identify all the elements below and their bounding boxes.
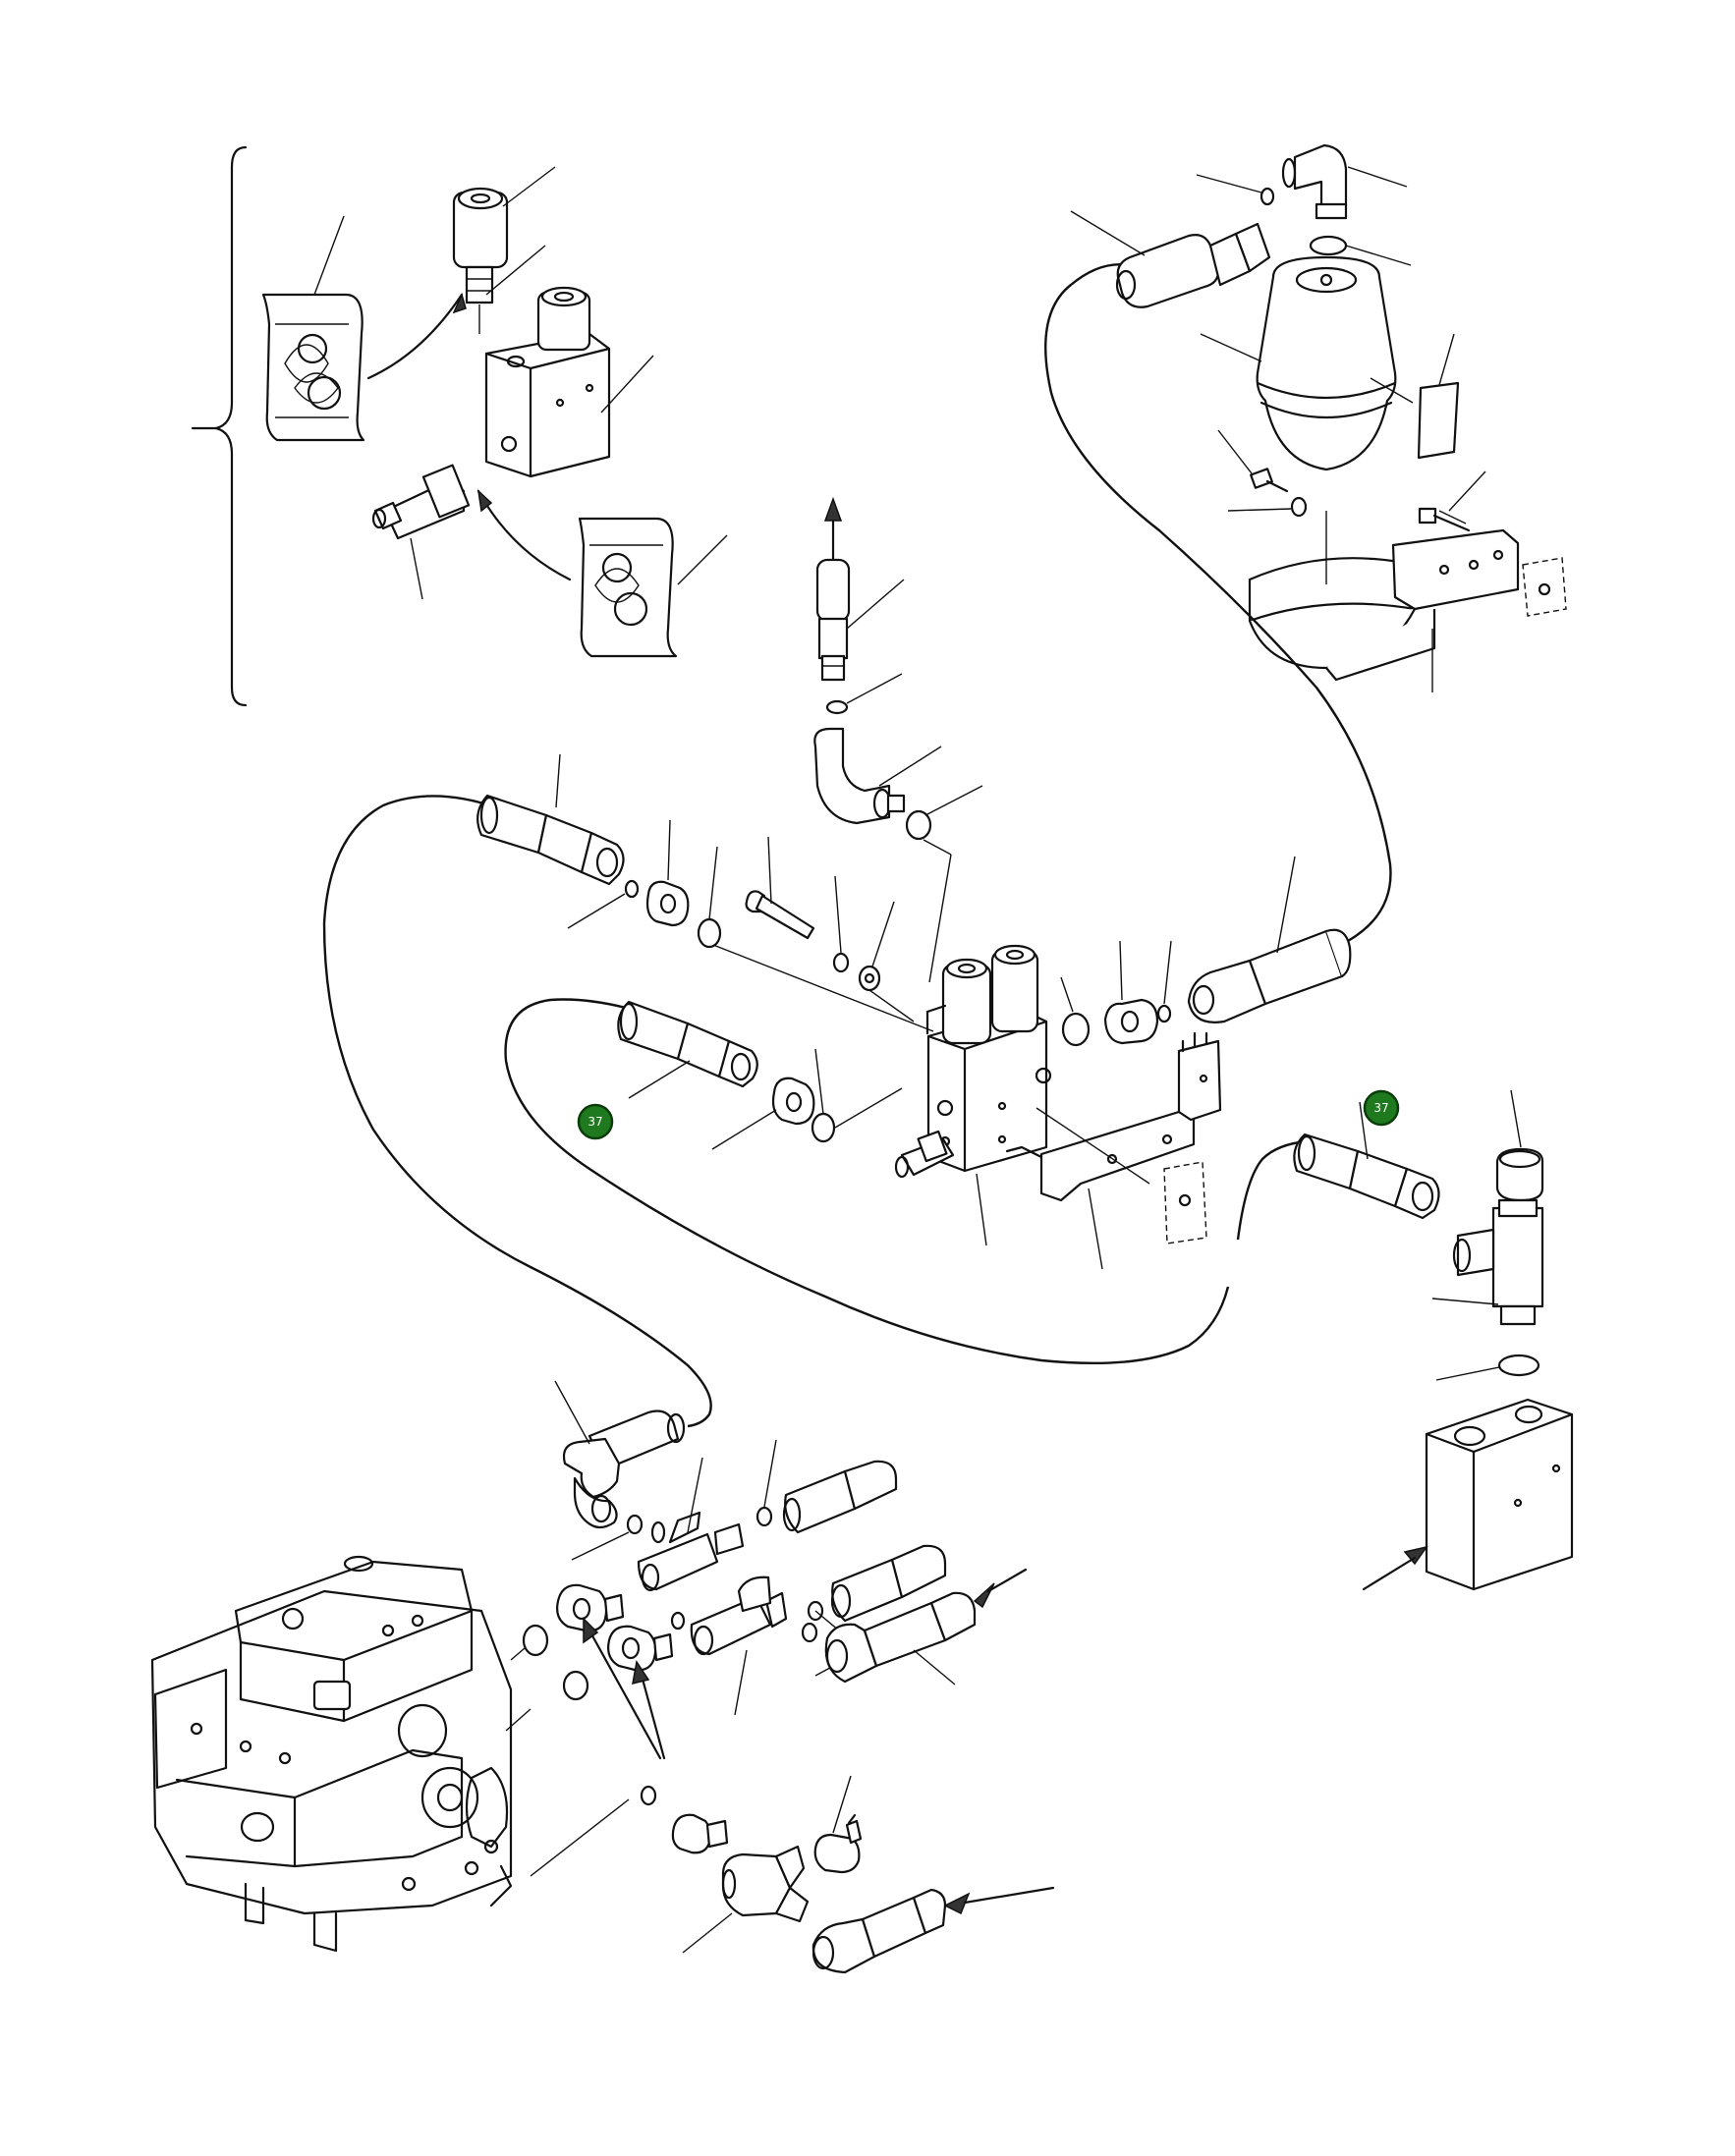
tee-fitting xyxy=(690,1576,788,1656)
tee-fitting xyxy=(1452,1198,1544,1326)
right-tee-and-block xyxy=(1236,1089,1574,1591)
adapter-fitting xyxy=(1103,998,1159,1045)
adapter-fitting xyxy=(645,880,690,927)
callout-badge-label: 37 xyxy=(588,1115,602,1129)
chassis-mount-symbol xyxy=(1522,557,1567,617)
bolt xyxy=(1418,507,1471,532)
hose-end-pair-upper xyxy=(782,1460,947,1623)
grouping-brace xyxy=(214,145,248,707)
mounting-bracket xyxy=(1005,1031,1222,1202)
hose-end-vertical xyxy=(815,496,851,682)
accumulator xyxy=(1256,255,1397,471)
hose-end-right-lower xyxy=(1293,1133,1440,1220)
accumulator-assembly xyxy=(1196,143,1567,692)
seal-kit-bag-icon xyxy=(261,293,365,442)
adapter-fitting xyxy=(607,1625,674,1672)
hose-right xyxy=(1236,1139,1308,1241)
clamp-bracket xyxy=(1248,528,1520,682)
tee-fitting xyxy=(637,1511,745,1592)
bolt xyxy=(745,890,815,940)
adapter-fitting xyxy=(671,1813,729,1854)
solenoid-coil xyxy=(452,187,509,304)
detail-group-valve-kit xyxy=(191,145,728,707)
cap-fitting xyxy=(1495,1147,1544,1202)
solenoid-valve-block xyxy=(484,286,611,478)
valve-cartridge xyxy=(371,464,471,540)
center-manifold-assembly xyxy=(322,210,1392,1428)
hose-to-accumulator xyxy=(1044,263,1392,943)
hose-elbow-bottom xyxy=(812,1888,947,1974)
bolt xyxy=(1250,468,1289,493)
tee-fitting xyxy=(721,1845,810,1923)
valve-cartridge xyxy=(894,1130,955,1179)
callout-badge-37-right[interactable]: 37 xyxy=(1363,1089,1400,1127)
hose-end-accumulator xyxy=(1116,234,1220,308)
hose-end-right xyxy=(1187,928,1352,1023)
hose-lower-left xyxy=(504,998,1230,1365)
hose-end-left-lower xyxy=(617,1000,758,1088)
pressure-switch xyxy=(813,1813,863,1874)
manifold-valve-block xyxy=(925,944,1052,1173)
callout-badge-37-left[interactable]: 37 xyxy=(577,1103,614,1140)
adapter-fitting xyxy=(556,1583,625,1632)
elbow-fitting xyxy=(1281,143,1348,220)
pump-connection-group xyxy=(150,1380,1055,1974)
chassis-mount-symbol xyxy=(1163,1161,1207,1244)
adapter-fitting xyxy=(771,1077,815,1126)
elbow-fitting xyxy=(813,727,906,825)
hose-elbow-lower xyxy=(824,1591,977,1684)
warning-label xyxy=(1417,381,1460,460)
seal-kit-bag-icon xyxy=(578,517,678,658)
hydraulic-pump xyxy=(150,1555,513,1953)
valve-block-right xyxy=(1425,1398,1574,1591)
hose-end-left-upper xyxy=(476,794,625,886)
hose-upper-left xyxy=(322,795,712,1428)
callout-badge-label: 37 xyxy=(1373,1101,1388,1115)
